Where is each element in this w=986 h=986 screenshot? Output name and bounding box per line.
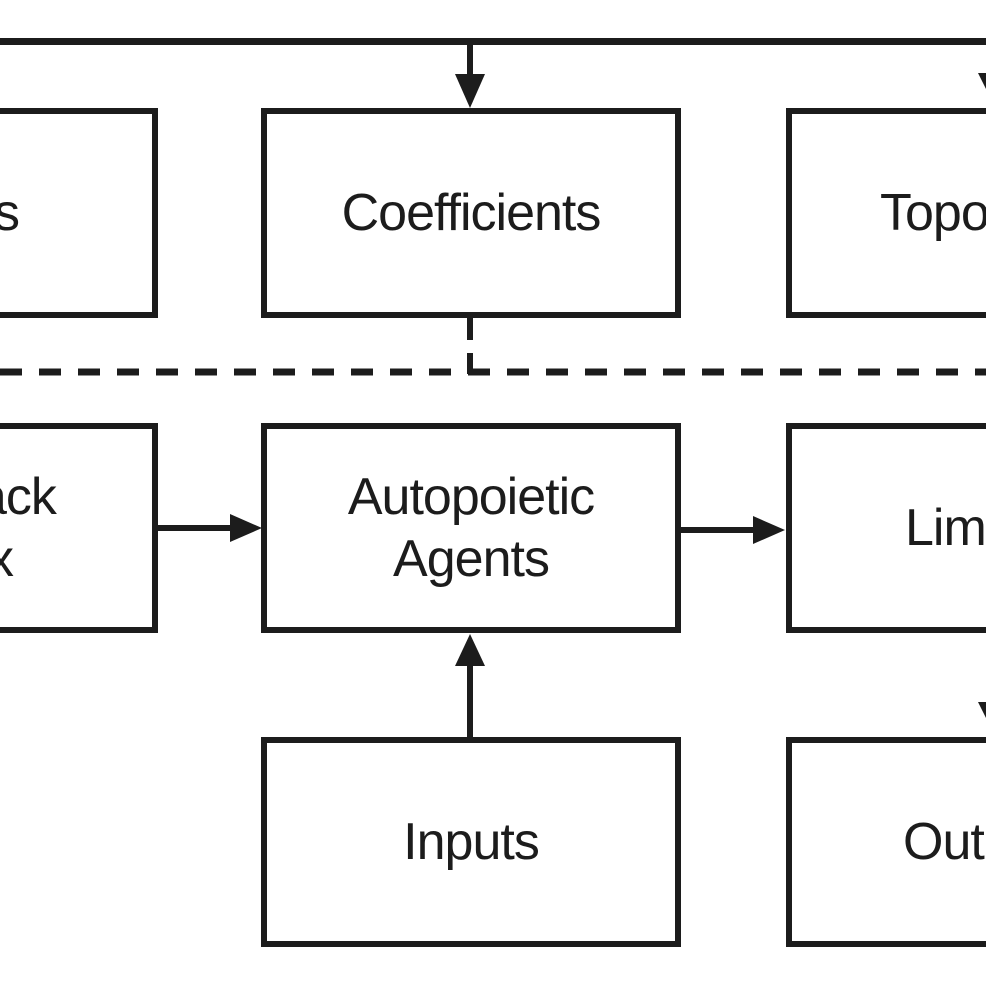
- label-autopoietic-agents-line2: Agents: [393, 530, 550, 588]
- label-topology-fragment: Topo: [880, 184, 986, 242]
- label-feedback-matrix-fragment-line1: ack: [0, 468, 57, 526]
- label-inputs: Inputs: [403, 813, 540, 871]
- arrow-down-coefficients-head: [455, 74, 485, 108]
- box-feedback-matrix-partial: [0, 423, 158, 633]
- arrow-down-topology-head-partial: [978, 73, 986, 89]
- arrow-agents-to-limiter-head: [753, 516, 785, 544]
- arrow-feedback-to-agents-head: [230, 514, 262, 542]
- box-topology-partial: [786, 108, 986, 318]
- arrow-inputs-to-agents-head: [455, 634, 485, 666]
- box-coefficients: [261, 108, 681, 318]
- label-limiter-fragment: Lim: [905, 499, 986, 557]
- label-outputs-fragment: Out: [903, 813, 985, 871]
- label-feedback-matrix-fragment-line2: x: [0, 530, 14, 588]
- box-top-left-partial: [0, 108, 158, 318]
- label-autopoietic-agents-line1: Autopoietic: [347, 468, 595, 526]
- box-autopoietic-agents: [261, 423, 681, 633]
- box-limiter-partial: [786, 423, 986, 633]
- box-inputs: [261, 737, 681, 947]
- label-top-left-fragment: s: [0, 184, 20, 242]
- box-outputs-partial: [786, 737, 986, 947]
- label-autopoietic-agents: Autopoietic Agents: [261, 423, 681, 633]
- arrow-down-outputs-head-partial: [978, 702, 986, 718]
- label-coefficients: Coefficients: [341, 184, 602, 242]
